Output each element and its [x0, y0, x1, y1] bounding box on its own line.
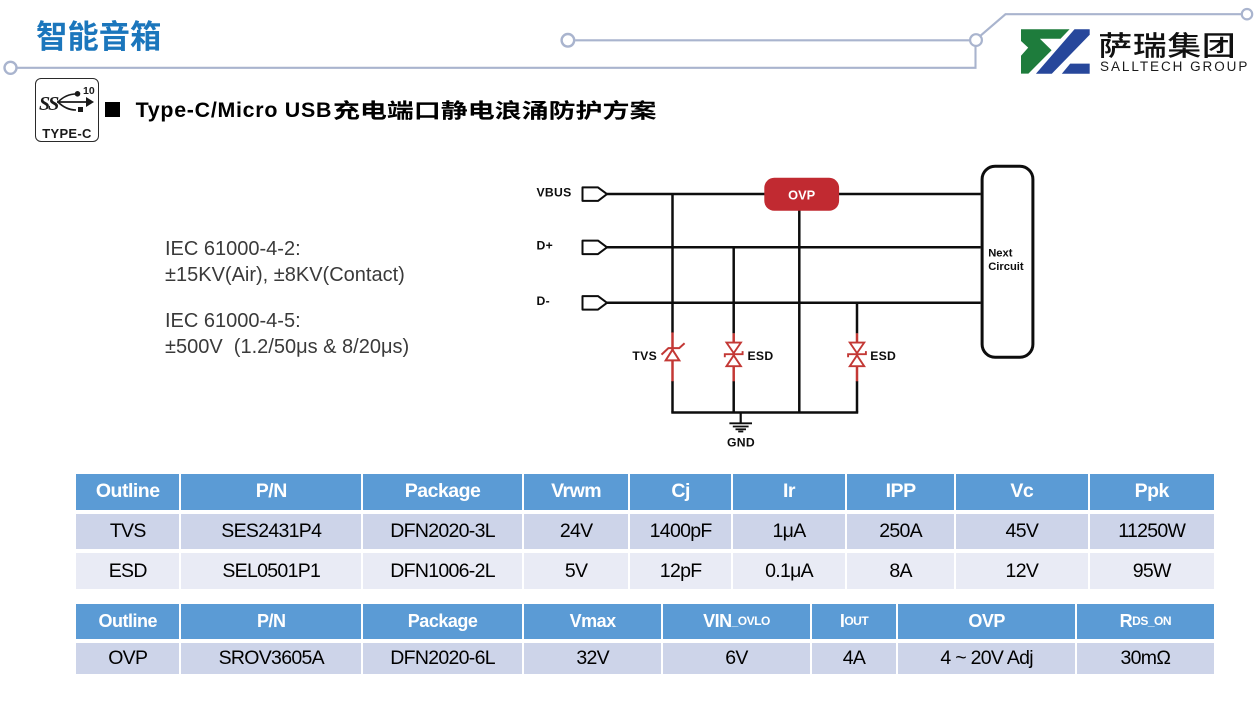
svg-text:Circuit: Circuit [988, 261, 1024, 273]
svg-text:VBUS: VBUS [537, 185, 572, 199]
svg-text:OVP: OVP [788, 188, 815, 203]
svg-text:GND: GND [727, 436, 755, 450]
svg-text:TVS: TVS [632, 349, 657, 363]
svg-text:Next: Next [988, 247, 1013, 259]
svg-text:ESD: ESD [748, 349, 774, 363]
svg-text:D-: D- [537, 294, 550, 308]
svg-text:D+: D+ [537, 239, 554, 253]
svg-text:ESD: ESD [870, 349, 896, 363]
